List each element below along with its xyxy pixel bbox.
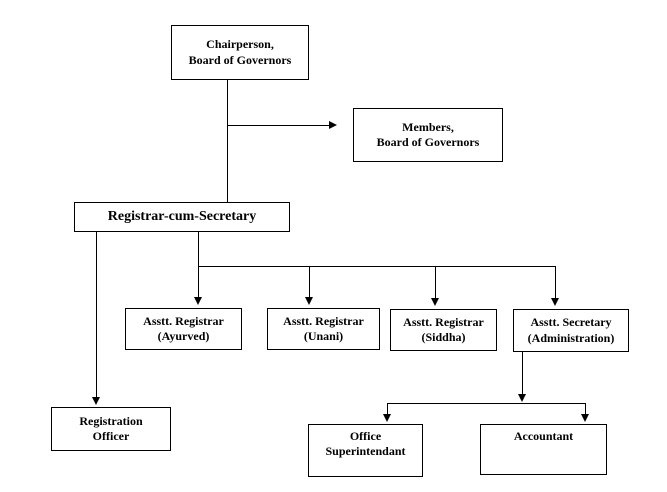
node-label: Asstt. Registrar — [403, 314, 484, 329]
connector-administration-drop — [521, 352, 523, 395]
arrowhead-to-members — [329, 120, 337, 129]
node-label: (Siddha) — [421, 330, 466, 344]
node-label: Accountant — [513, 429, 574, 443]
node-registrar-cum-secretary: Registrar-cum-Secretary — [74, 202, 290, 232]
arrowhead-to-ayurved — [193, 297, 202, 305]
node-label: Officer — [92, 429, 130, 443]
node-label: Chairperson, — [206, 37, 274, 52]
arrowhead-to-registration-officer — [91, 397, 100, 405]
connector-registrar-bar — [197, 265, 556, 267]
node-label: Registration — [79, 413, 143, 428]
node-label: Board of Governors — [188, 52, 292, 67]
arrowhead-to-office-superintendant — [382, 414, 391, 422]
connector-bar-office-superintendant — [386, 403, 388, 415]
node-label: Asstt. Registrar — [283, 313, 364, 328]
connector-administration-bar — [386, 402, 586, 404]
connector-chairperson-members — [227, 124, 330, 126]
node-label: (Ayurved) — [157, 329, 210, 343]
connector-bar-unani — [308, 266, 310, 298]
node-label: Superintendant — [325, 444, 406, 459]
node-office-superintendant: Office Superintendant — [308, 424, 423, 477]
node-label: (Administration) — [527, 330, 615, 345]
arrowhead-to-accountant — [580, 414, 589, 422]
node-label: Registrar-cum-Secretary — [107, 209, 257, 225]
node-asstt-registrar-siddha: Asstt. Registrar (Siddha) — [390, 309, 497, 351]
node-accountant: Accountant — [480, 424, 607, 475]
connector-registrar-drop — [197, 232, 199, 267]
node-asstt-secretary-administration: Asstt. Secretary (Administration) — [513, 309, 629, 352]
connector-chairperson-registrar — [226, 80, 228, 202]
connector-bar-administration — [554, 266, 556, 299]
node-label: Members, — [402, 119, 454, 134]
connector-registrar-registration-officer — [95, 232, 97, 398]
node-asstt-registrar-unani: Asstt. Registrar (Unani) — [267, 308, 380, 350]
node-label: Board of Governors — [376, 135, 480, 149]
arrowhead-administration-drop — [517, 394, 526, 402]
node-members-board-of-governors: Members, Board of Governors — [353, 108, 503, 162]
arrowhead-to-siddha — [430, 298, 439, 306]
connector-bar-siddha — [434, 266, 436, 299]
arrowhead-to-administration — [550, 298, 559, 306]
node-label: Asstt. Secretary — [530, 315, 612, 330]
arrowhead-to-unani — [304, 297, 313, 305]
node-label: (Unani) — [303, 329, 344, 343]
node-registration-officer: Registration Officer — [51, 407, 171, 451]
connector-bar-ayurved — [197, 266, 199, 298]
node-label: Office — [349, 429, 382, 443]
node-label: Asstt. Registrar — [143, 313, 224, 328]
node-chairperson-board-of-governors: Chairperson, Board of Governors — [171, 25, 309, 80]
node-asstt-registrar-ayurved: Asstt. Registrar (Ayurved) — [125, 308, 242, 350]
connector-bar-accountant — [584, 403, 586, 415]
